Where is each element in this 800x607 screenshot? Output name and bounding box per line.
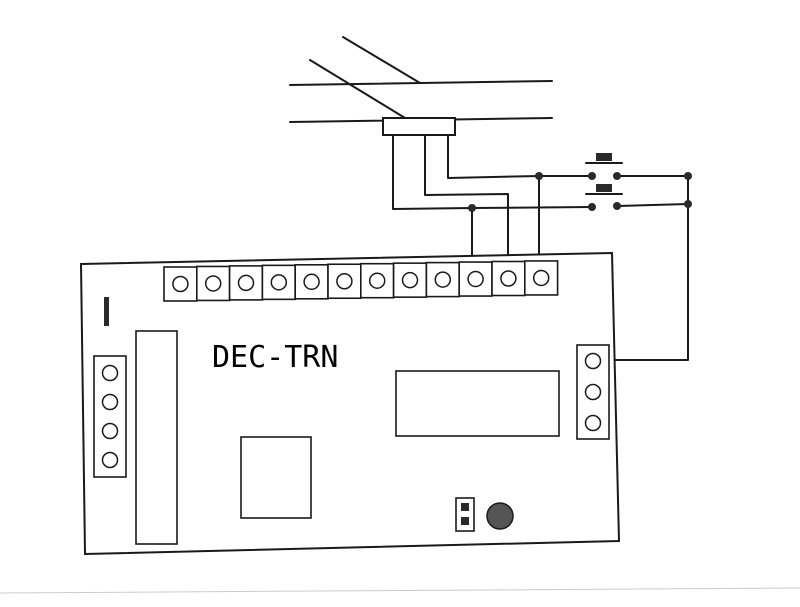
- terminal-screw: [401, 271, 419, 289]
- horizontal-ic: [395, 370, 560, 437]
- motor-wires: [392, 134, 689, 361]
- jumper-pins: [455, 497, 475, 532]
- led-icon: [486, 502, 514, 530]
- push-button-2: [585, 184, 623, 211]
- terminal-screw: [584, 352, 602, 370]
- wire-2: [424, 134, 509, 261]
- terminal-screw: [500, 270, 517, 287]
- button-cap: [596, 184, 612, 192]
- terminal-screw: [434, 271, 452, 288]
- terminal-screw: [101, 422, 119, 440]
- board-label: DEC-TRN: [212, 340, 338, 375]
- decoder-board: [79, 251, 621, 556]
- button-contact: [588, 172, 596, 180]
- junction-dot: [684, 200, 692, 208]
- terminal-screw: [204, 275, 222, 292]
- track: [289, 36, 553, 123]
- terminal-screw: [368, 272, 386, 289]
- jumper-housing: [455, 497, 475, 532]
- junction-dot: [684, 172, 692, 180]
- junction-dot: [535, 172, 543, 180]
- button-contact: [613, 202, 621, 210]
- right-terminal-holes: [584, 352, 602, 432]
- terminal-screw: [467, 270, 484, 288]
- terminal-screw: [237, 274, 255, 292]
- terminal-screw: [303, 273, 320, 291]
- junctions: [468, 172, 692, 212]
- indicator-mark: [104, 297, 109, 326]
- left-terminal-holes: [101, 364, 119, 469]
- vertical-connector: [135, 330, 178, 545]
- terminal-screw: [270, 274, 288, 291]
- page-edge: [0, 587, 800, 594]
- turnout-motor: [382, 117, 456, 136]
- diverging-rail-2: [309, 59, 406, 119]
- button-contact: [588, 203, 596, 211]
- jumper-pin: [461, 517, 469, 525]
- wire-common: [608, 175, 689, 361]
- diverging-rail-1: [342, 36, 421, 84]
- wire-3: [447, 134, 540, 261]
- square-component: [240, 436, 312, 519]
- push-button-1: [585, 153, 623, 180]
- terminal-screw: [101, 393, 119, 411]
- wire-button-b: [471, 206, 593, 209]
- terminal-screw: [584, 414, 602, 432]
- wire-1: [392, 134, 473, 261]
- junction-dot: [468, 204, 476, 212]
- top-terminal-block: [163, 260, 559, 302]
- jumper-pin: [461, 503, 469, 511]
- terminal-cell: [491, 260, 526, 297]
- terminal-screw: [336, 273, 353, 290]
- terminal-screw: [584, 383, 602, 401]
- button-contact: [613, 172, 621, 180]
- terminal-screw: [532, 269, 550, 287]
- wire-common-b: [616, 203, 689, 207]
- terminal-screw: [101, 451, 119, 469]
- terminal-screw: [172, 275, 189, 293]
- terminal-screw: [101, 364, 119, 382]
- button-cap: [596, 153, 612, 161]
